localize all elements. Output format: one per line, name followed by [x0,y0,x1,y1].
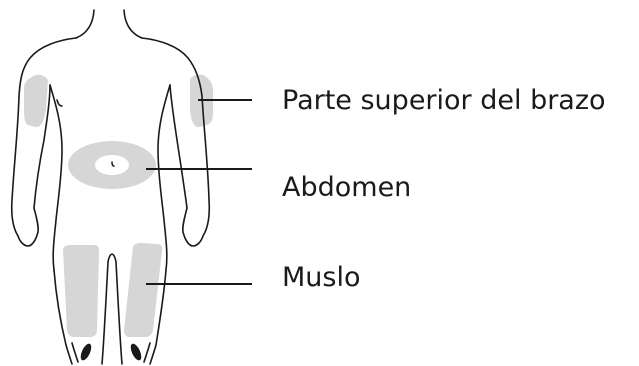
right-shoulder-arm-outer [142,38,209,236]
neck-right [124,10,142,38]
left-hand [18,208,38,246]
right-torso-side [158,85,170,270]
left-foot-mark [79,342,94,362]
left-arm-crease [57,100,62,106]
inner-legs [102,254,122,364]
neck-left [76,10,94,38]
leader-lines [146,100,252,284]
abdomen-label: Abdomen [282,172,411,203]
left-foot-line [72,343,78,362]
right-thigh-region [124,243,162,337]
left-thigh-region [63,245,99,337]
left-torso-side [50,85,62,270]
right-inner-arm [170,85,187,208]
thigh-label: Muslo [282,262,361,293]
right-hand [183,208,203,246]
right-foot-line [144,343,150,362]
upper-arm-label: Parte superior del brazo [282,85,606,116]
left-upper-arm-region [24,75,48,128]
right-foot-mark [129,342,144,362]
